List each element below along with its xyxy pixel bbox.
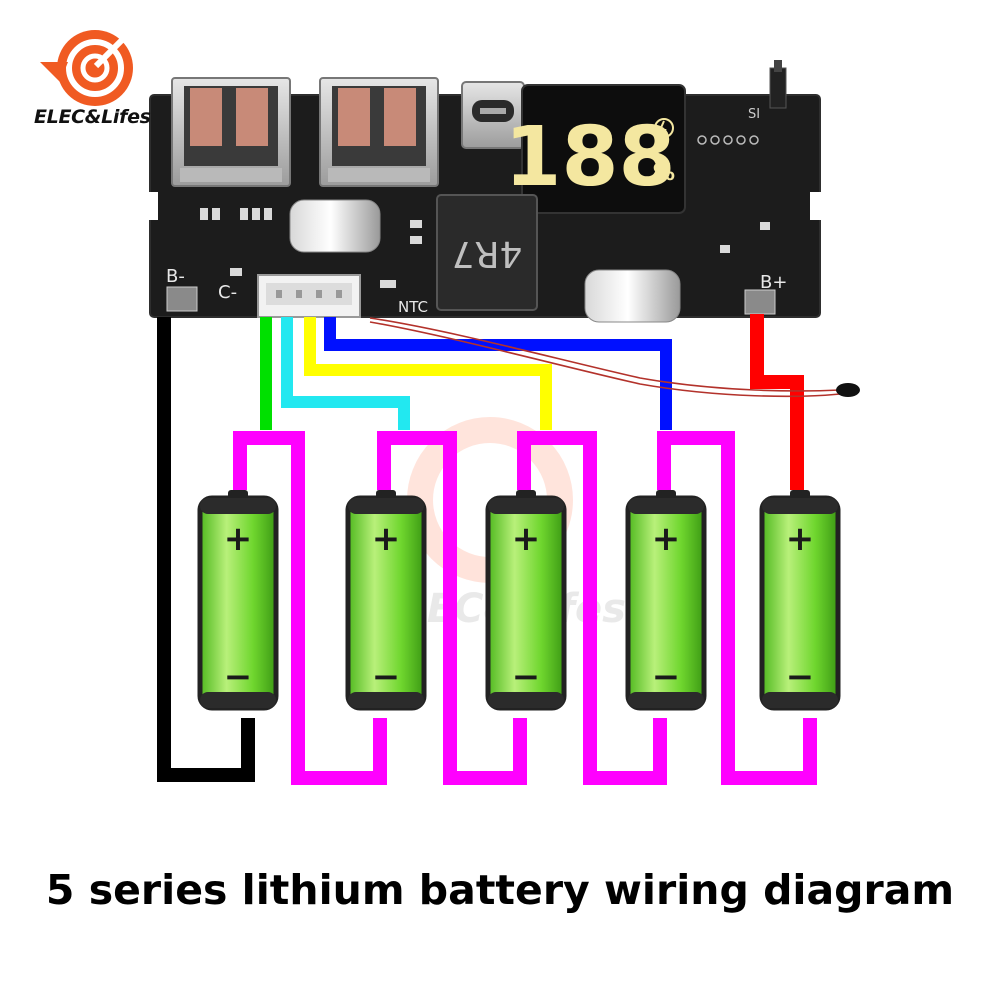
pad-b-plus [744,289,776,315]
battery-2-plus: + [372,519,401,559]
led-display: 188 % [504,84,686,214]
link-b2-b3 [377,431,527,785]
label-ntc: NTC [398,298,428,316]
battery-1-minus: − [224,657,253,697]
diagram-caption: 5 series lithium battery wiring diagram [45,866,955,914]
balance-connector [257,274,361,318]
display-percent: % [653,161,675,186]
inductor-marking: 4R7 [452,233,523,274]
wire-balance-2 [281,317,410,430]
link-b4-b5 [657,431,817,785]
battery-1-plus: + [224,519,253,559]
usb-a-port-2 [319,77,439,187]
ic-pads [697,135,759,145]
ntc-thermistor [369,317,860,398]
smd-components [200,208,770,288]
battery-5-plus: + [786,519,815,559]
label-b-minus: B- [166,266,185,287]
brand-logo [40,27,137,106]
battery-2-minus: − [372,657,401,697]
battery-3-plus: + [512,519,541,559]
battery-2: + − [345,490,427,711]
wire-positive [750,314,804,490]
capacitor-left [289,199,381,253]
lightning-icon [654,118,674,138]
display-digits: 188 [504,110,675,205]
wire-balance-3 [304,317,552,430]
label-c-minus: C- [218,282,237,303]
label-b-plus: B+ [760,272,787,293]
inductor: 4R7 [436,194,538,311]
power-switch: SI [748,60,787,122]
battery-5: + − [759,490,841,711]
capacitor-right [584,269,681,323]
battery-4-plus: + [652,519,681,559]
battery-4-minus: − [652,657,681,697]
usb-a-port-1 [171,77,291,187]
link-b3-b4 [517,431,667,785]
battery-3: + − [485,490,567,711]
usb-c-port [461,81,525,149]
series-links [233,431,817,785]
battery-5-minus: − [786,657,815,697]
wire-negative [157,317,255,782]
battery-1: + − [197,490,279,711]
pad-b-minus [166,286,198,312]
battery-4: + − [625,490,707,711]
battery-3-minus: − [512,657,541,697]
brand-logo-text: ELEC&Lifes [34,106,151,128]
switch-label: SI [748,107,760,122]
link-b1-b2 [233,431,387,785]
